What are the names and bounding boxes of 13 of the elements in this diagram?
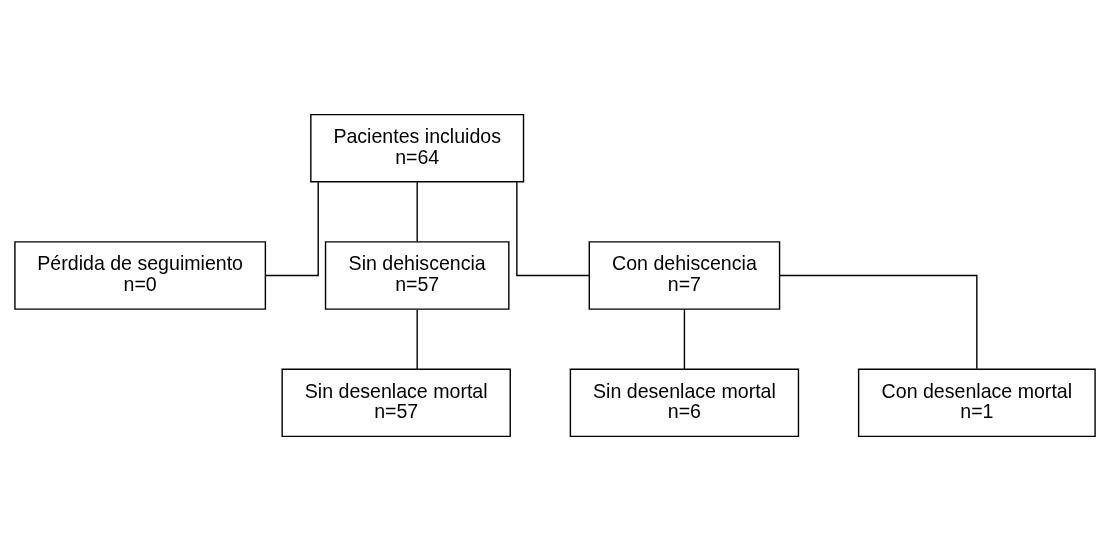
connector: [265, 181, 319, 277]
node-box: Pérdida de seguimiento n=0: [14, 241, 267, 310]
node-box: Sin desenlace mortal n=6: [569, 368, 800, 438]
connector: [683, 308, 686, 370]
connector: [516, 181, 590, 277]
connector: [416, 308, 418, 370]
node-box: Con desenlace mortal n=1: [857, 368, 1096, 438]
node-box: Pacientes incluidos n=64: [310, 113, 525, 183]
connector: [779, 274, 978, 370]
node-box: Sin desenlace mortal n=57: [281, 368, 511, 438]
connector: [416, 181, 418, 243]
node-box: Con dehiscencia n=7: [588, 241, 781, 310]
node-box: Sin dehiscencia n=57: [324, 241, 510, 310]
